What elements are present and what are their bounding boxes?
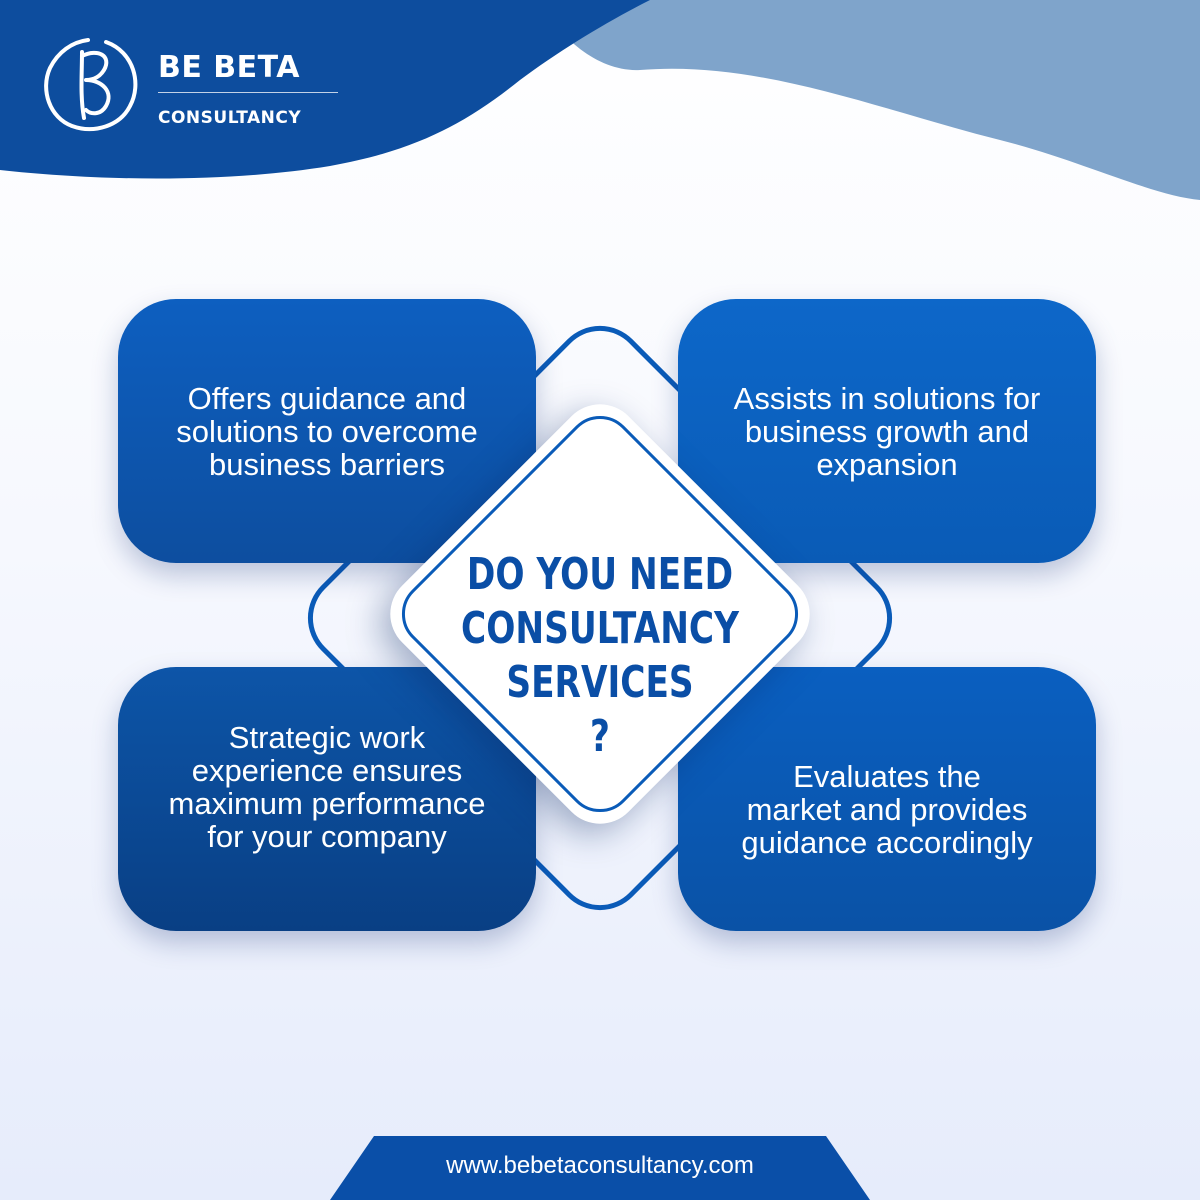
brand-subtitle: CONSULTANCY — [158, 108, 302, 128]
center-line-2: CONSULTANCY — [461, 603, 739, 654]
card-guidance: Offers guidance and solutions to overcom… — [118, 299, 536, 563]
center-line-3: SERVICES — [506, 657, 694, 708]
footer-bar — [330, 1136, 870, 1200]
center-question: DO YOU NEED CONSULTANCY SERVICES ? — [460, 548, 741, 764]
brand-name: BE BETA — [158, 50, 301, 85]
card-market-text: Evaluates the market and provides guidan… — [741, 758, 1033, 860]
card-growth-text: Assists in solutions for business growth… — [733, 380, 1041, 482]
center-line-1: DO YOU NEED — [466, 549, 734, 600]
website-link[interactable]: www.bebetaconsultancy.com — [446, 1152, 754, 1179]
card-performance: Strategic work experience ensures maximu… — [118, 667, 536, 931]
card-growth: Assists in solutions for business growth… — [678, 299, 1096, 563]
brand-divider — [158, 92, 338, 93]
be-beta-logo-icon — [44, 38, 138, 132]
center-line-4: ? — [590, 711, 610, 762]
header-wave-background — [0, 0, 1200, 200]
card-performance-text: Strategic work experience ensures maximu… — [168, 720, 486, 854]
card-guidance-text: Offers guidance and solutions to overcom… — [176, 380, 478, 482]
card-market: Evaluates the market and provides guidan… — [678, 667, 1096, 931]
